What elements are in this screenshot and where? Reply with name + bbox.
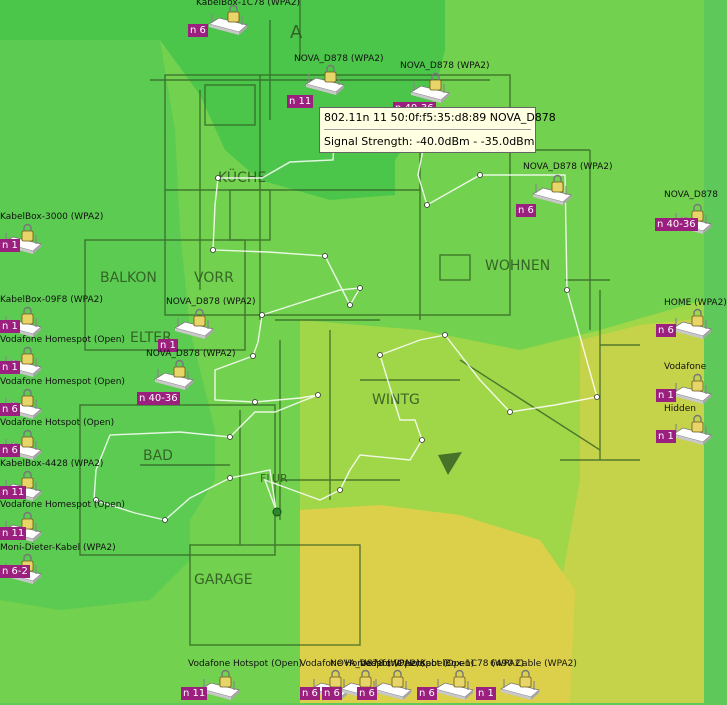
access-point-label: Vodafone Homespot (Open) [300,659,425,669]
router-lock-icon[interactable] [432,669,474,705]
channel-badge: n 6 [357,687,377,700]
access-point-label: Vodafone Hotspot (Open) [360,659,475,669]
survey-path [93,120,598,521]
heatmap-zone-poor [300,505,575,703]
channel-badge: n 6 [516,204,536,217]
room-label-wintg: WINTG [372,392,420,408]
router-lock-icon[interactable] [370,669,412,705]
router-lock-icon[interactable] [670,373,712,409]
room-label-wohnen: WOHNEN [485,258,550,274]
channel-badge: n 1 [158,339,178,352]
router-lock-icon[interactable] [408,72,450,108]
access-point-label: 6490 Cable (WPA2) [490,659,577,669]
channel-badge: n 6 [300,687,320,700]
channel-badge: n 6 [0,403,20,416]
router-lock-icon[interactable] [670,414,712,450]
access-point-label: Vodafone Homespot (Open) [0,377,125,387]
channel-badge: n 40-36 [655,218,698,231]
channel-badge: n 11 [287,95,314,108]
heatmap-zone-strong-left [0,40,215,610]
access-point-label: NOVA_D878 (WPA2) [166,297,256,307]
router-lock-icon[interactable] [198,669,240,705]
access-point-label: KabelBox-4428 (WPA2) [0,459,104,469]
tooltip-divider [324,129,531,130]
access-point-label: Moni-Dieter-Kabel (WPA2) [0,543,116,553]
tooltip-ap-info: 802.11n 11 50:0f:f5:35:d8:89 NOVA_D878 [324,111,556,124]
channel-badge: n 1 [0,320,20,333]
access-point-label: Vodafone Hotspot (Open) [188,659,303,669]
channel-badge: n 6 [417,687,437,700]
access-point-label: KabelBox-09F8 (WPA2) [0,295,103,305]
survey-path-points [93,172,600,523]
router-lock-icon[interactable] [530,174,572,210]
access-point-label: Vodafone Homespot (Open) [0,500,125,510]
access-point-label: NOVA_D878 (WPA2) [400,61,490,71]
channel-badge: n 6-2 [0,565,30,578]
channel-badge: n 1 [476,687,496,700]
access-point-label: Vodafone [664,362,707,372]
router-lock-icon[interactable] [670,308,712,344]
heatmap-zone-weak [560,318,704,703]
tooltip-signal-strength: Signal Strength: -40.0dBm - -35.0dBm [324,135,535,148]
room-label-garage: GARAGE [194,572,253,588]
channel-badge: n 6 [322,687,342,700]
channel-badge: n 6 [188,24,208,37]
access-point-label: HOME (WPA2) [664,298,727,308]
channel-badge: n 1 [656,430,676,443]
north-arrow-icon [438,452,462,475]
router-lock-icon[interactable] [303,64,345,100]
access-point-label: KabelBox-1C78 (WPA2) [196,0,300,8]
channel-badge: n 1 [0,361,20,374]
room-label-bad: BAD [143,448,173,464]
access-point-label: NOVA_D878 (WPA2) [523,162,613,172]
access-point-label: NOVA_D878 (WPA2) [146,349,236,359]
router-lock-icon[interactable] [206,4,248,40]
room-label-a: A [290,22,303,43]
access-point-label: Vodafone Homespot (Open) [0,335,125,345]
wifi-heatmap[interactable]: KÜCHE BALKON VORR WOHNEN ELTER BAD WINTG… [0,0,704,703]
channel-badge: n 6 [656,324,676,337]
room-label-balkon: BALKON [100,270,157,286]
router-lock-icon[interactable] [172,308,214,344]
room-labels: KÜCHE BALKON VORR WOHNEN ELTER BAD WINTG… [100,22,550,588]
access-point-label: NOVA_D878 (WPA2) [330,659,420,669]
access-point-label: Hidden [664,404,696,414]
channel-badge: n 1 [656,389,676,402]
survey-end-marker [272,507,282,517]
room-label-vorr: VORR [194,270,234,286]
access-point-label: KabelBox-1C78 (WPA2) [420,659,524,669]
access-point-label: NOVA_D878 [664,190,719,200]
room-label-kueche: KÜCHE [218,168,266,186]
signal-tooltip: 802.11n 11 50:0f:f5:35:d8:89 NOVA_D878 S… [319,107,556,153]
channel-badge: n 1 [0,239,20,252]
access-point-label: Vodafone Hotspot (Open) [0,418,115,428]
channel-badge: n 11 [0,486,27,499]
room-label-flur: FLUR [260,472,288,485]
channel-badge: n 11 [181,687,208,700]
access-point-label: KabelBox-3000 (WPA2) [0,212,104,222]
channel-badge: n 40-36 [137,392,180,405]
access-point-label: NOVA_D878 (WPA2) [294,54,384,64]
router-lock-icon[interactable] [152,359,194,395]
channel-badge: n 6 [0,444,20,457]
channel-badge: n 11 [0,527,27,540]
router-lock-icon[interactable] [498,669,540,705]
